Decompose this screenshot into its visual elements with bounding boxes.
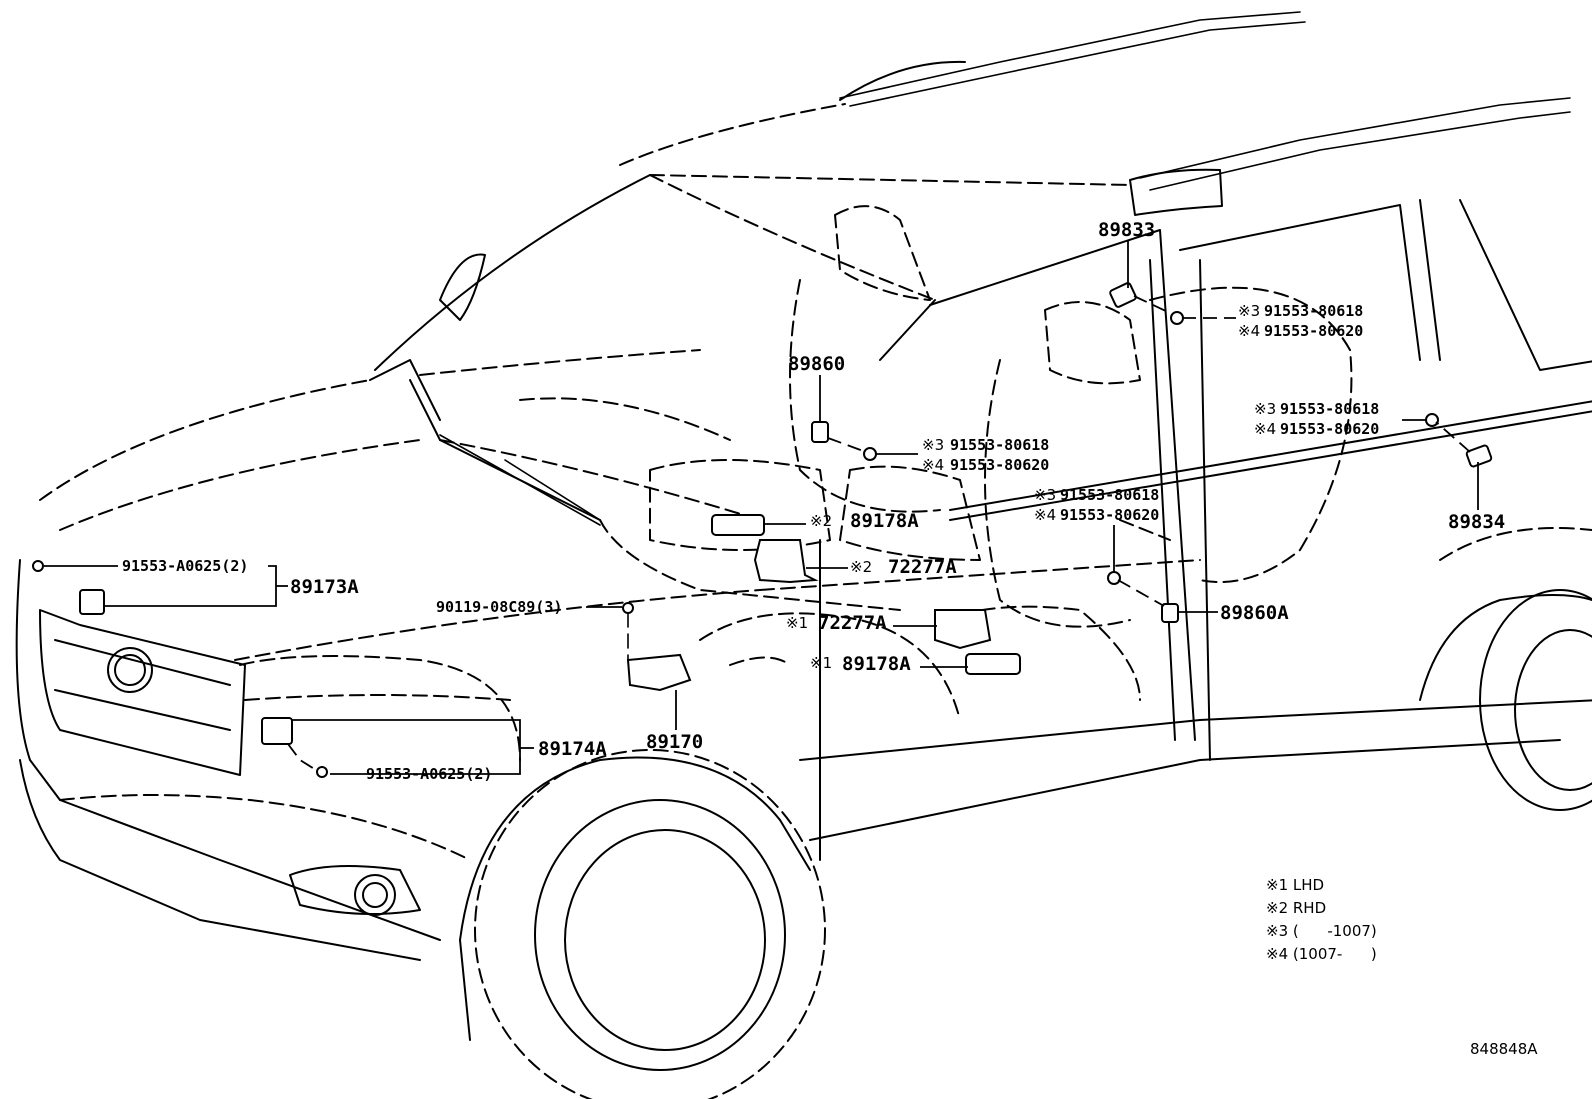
label-89860A: 89860A — [1220, 602, 1289, 624]
bolt-80620-89860: 91553-80620 — [950, 456, 1049, 474]
mark-4-89834: ※4 — [1254, 420, 1276, 438]
label-89178A-rhd: 89178A — [850, 510, 919, 532]
bolt-80620-89833: 91553-80620 — [1264, 322, 1363, 340]
label-89860: 89860 — [788, 353, 845, 375]
mark-rhd-89178a: ※2 — [810, 512, 832, 530]
bolt-80618-89834: 91553-80618 — [1280, 400, 1379, 418]
note-rhd: ※2 RHD — [1266, 899, 1326, 917]
label-89170: 89170 — [646, 731, 703, 753]
label-89834: 89834 — [1448, 511, 1505, 533]
mark-4-89860a: ※4 — [1034, 506, 1056, 524]
mark-3-89834: ※3 — [1254, 400, 1276, 418]
notes-legend: ※1 LHD ※2 RHD ※3 ( -1007) ※4 (1007- ) — [1266, 876, 1377, 963]
bolt-80618-89860a: 91553-80618 — [1060, 486, 1159, 504]
bolt-80620-89860a: 91553-80620 — [1060, 506, 1159, 524]
illustration-reference-code: 848848A — [1470, 1040, 1538, 1058]
note-until-1007: ※3 ( -1007) — [1266, 922, 1377, 940]
leader-lines — [44, 240, 1479, 775]
note-from-1007: ※4 (1007- ) — [1266, 945, 1377, 963]
bolt-80620-89834: 91553-80620 — [1280, 420, 1379, 438]
mark-4-89833: ※4 — [1238, 322, 1260, 340]
bolt-80618-89833: 91553-80618 — [1264, 302, 1363, 320]
part-labels: 89833 89860 89834 89860A 89173A 89174A 8… — [122, 219, 1505, 783]
screw-90119: 90119-08C89(3) — [436, 598, 562, 616]
mark-3-89833: ※3 — [1238, 302, 1260, 320]
screw-a0625-top: 91553-A0625(2) — [122, 557, 248, 575]
label-89833: 89833 — [1098, 219, 1155, 241]
mark-lhd-89178a: ※1 — [810, 654, 832, 672]
bolt-80618-89860: 91553-80618 — [950, 436, 1049, 454]
note-lhd: ※1 LHD — [1266, 876, 1324, 894]
screw-a0625-bottom: 91553-A0625(2) — [366, 765, 492, 783]
parts-shapes — [32, 282, 1493, 778]
label-89174A: 89174A — [538, 738, 607, 760]
mark-3-89860: ※3 — [922, 436, 944, 454]
label-89173A: 89173A — [290, 576, 359, 598]
mark-3-89860a: ※3 — [1034, 486, 1056, 504]
mark-4-89860: ※4 — [922, 456, 944, 474]
mark-rhd-72277a: ※2 — [850, 558, 872, 576]
mark-lhd-72277a: ※1 — [786, 614, 808, 632]
vehicle-outline — [15, 11, 1592, 1099]
label-89178A-lhd: 89178A — [842, 653, 911, 675]
label-72277A-lhd: 72277A — [818, 612, 887, 634]
label-72277A-rhd: 72277A — [888, 556, 957, 578]
